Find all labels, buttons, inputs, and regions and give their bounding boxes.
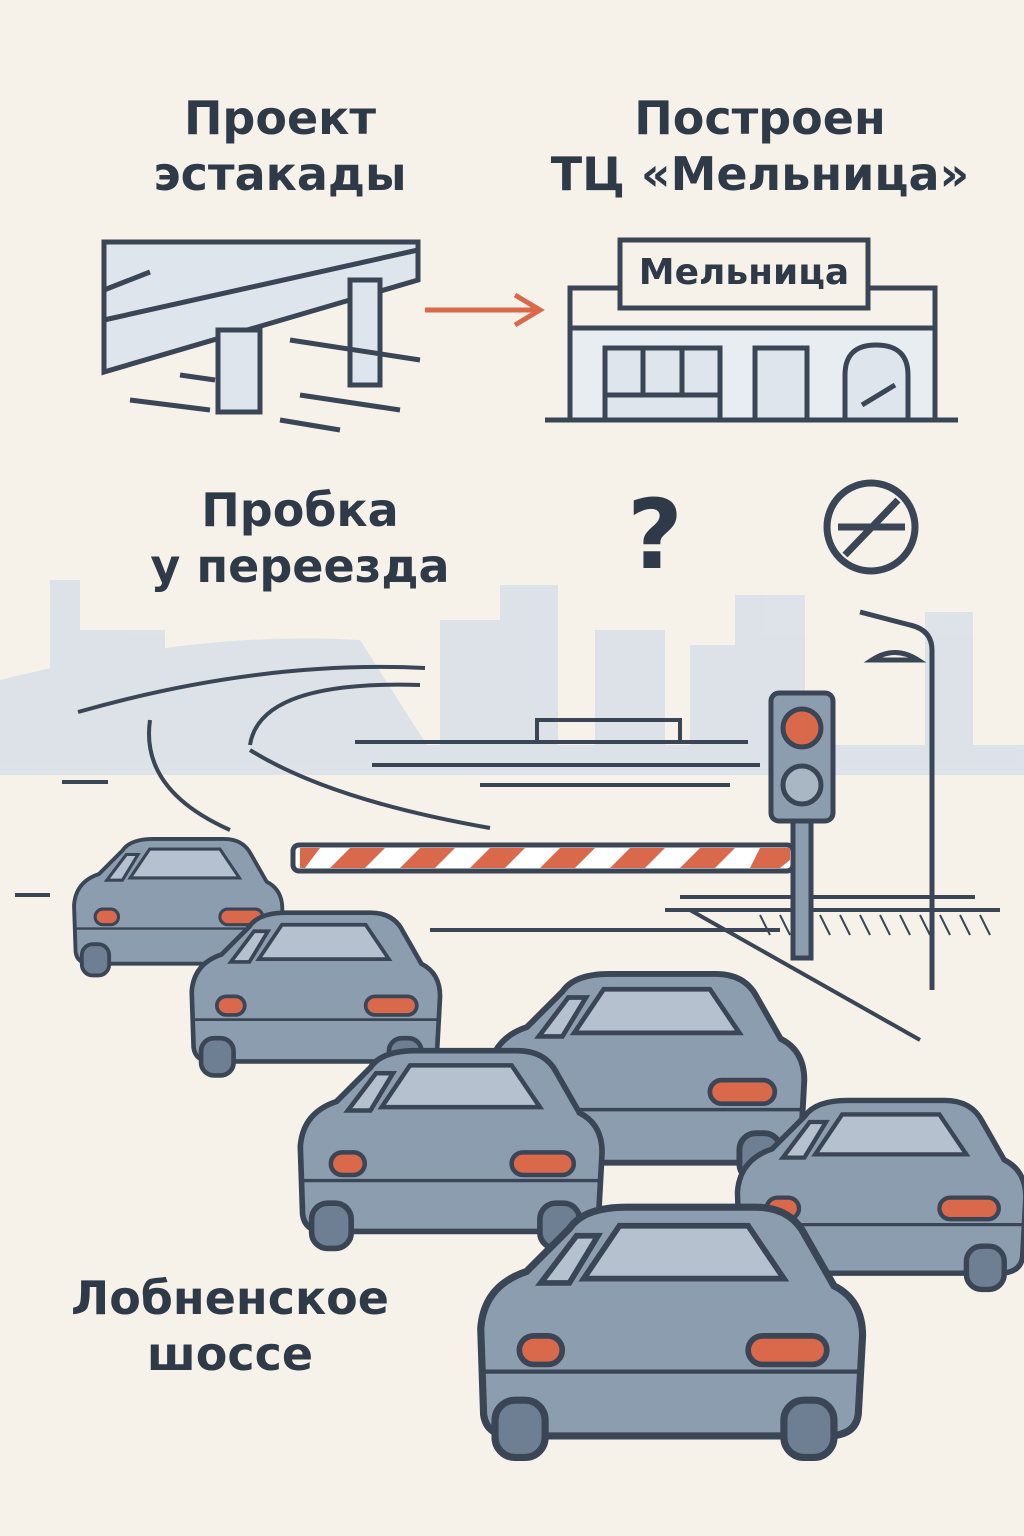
street-lamp-icon — [859, 609, 935, 990]
road-lines — [15, 664, 1000, 1042]
question-mark-icon: ? — [627, 479, 683, 591]
city-skyline — [0, 580, 1024, 775]
mall-label: Построен ТЦ «Мельница» — [550, 91, 970, 201]
mall-sign: Мельница — [638, 252, 850, 293]
barrier-icon — [290, 842, 796, 874]
mall-building-icon — [545, 237, 958, 423]
traffic-light-icon — [768, 690, 836, 961]
arrow-right-icon — [425, 292, 545, 328]
jam-label: Пробка у переезда — [150, 483, 450, 593]
road-label: Лобненское шоссе — [71, 1271, 389, 1381]
no-entry-icon — [823, 479, 919, 575]
overpass-icon — [101, 239, 421, 433]
car-icon — [481, 1207, 863, 1457]
overpass-label: Проект эстакады — [153, 91, 407, 201]
car-icon — [300, 1051, 602, 1249]
